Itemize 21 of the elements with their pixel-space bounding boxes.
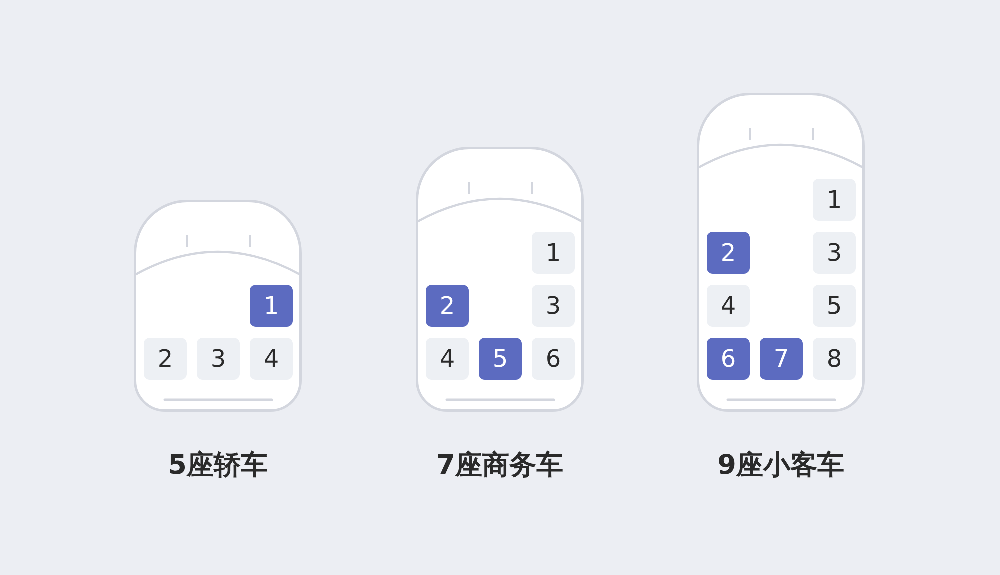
seat: 1 (532, 232, 575, 274)
seat: 6 (532, 338, 575, 380)
vehicle-caption: 7座商务车 (436, 449, 564, 483)
seat: 4 (426, 338, 469, 380)
highlighted-seat: 6 (707, 338, 750, 380)
vehicle-caption: 9座小客车 (718, 449, 844, 483)
highlighted-seat: 1 (250, 285, 293, 327)
seat: 3 (532, 285, 575, 327)
seat: 3 (813, 232, 856, 274)
highlighted-seat: 7 (760, 338, 803, 380)
seat: 5 (813, 285, 856, 327)
highlighted-seat: 2 (426, 285, 469, 327)
seat: 2 (144, 338, 187, 380)
seat: 1 (813, 179, 856, 221)
seat: 8 (813, 338, 856, 380)
highlighted-seat: 2 (707, 232, 750, 274)
seat: 4 (250, 338, 293, 380)
seat: 4 (707, 285, 750, 327)
seat: 3 (197, 338, 240, 380)
vehicle-caption: 5座轿车 (168, 449, 268, 483)
highlighted-seat: 5 (479, 338, 522, 380)
